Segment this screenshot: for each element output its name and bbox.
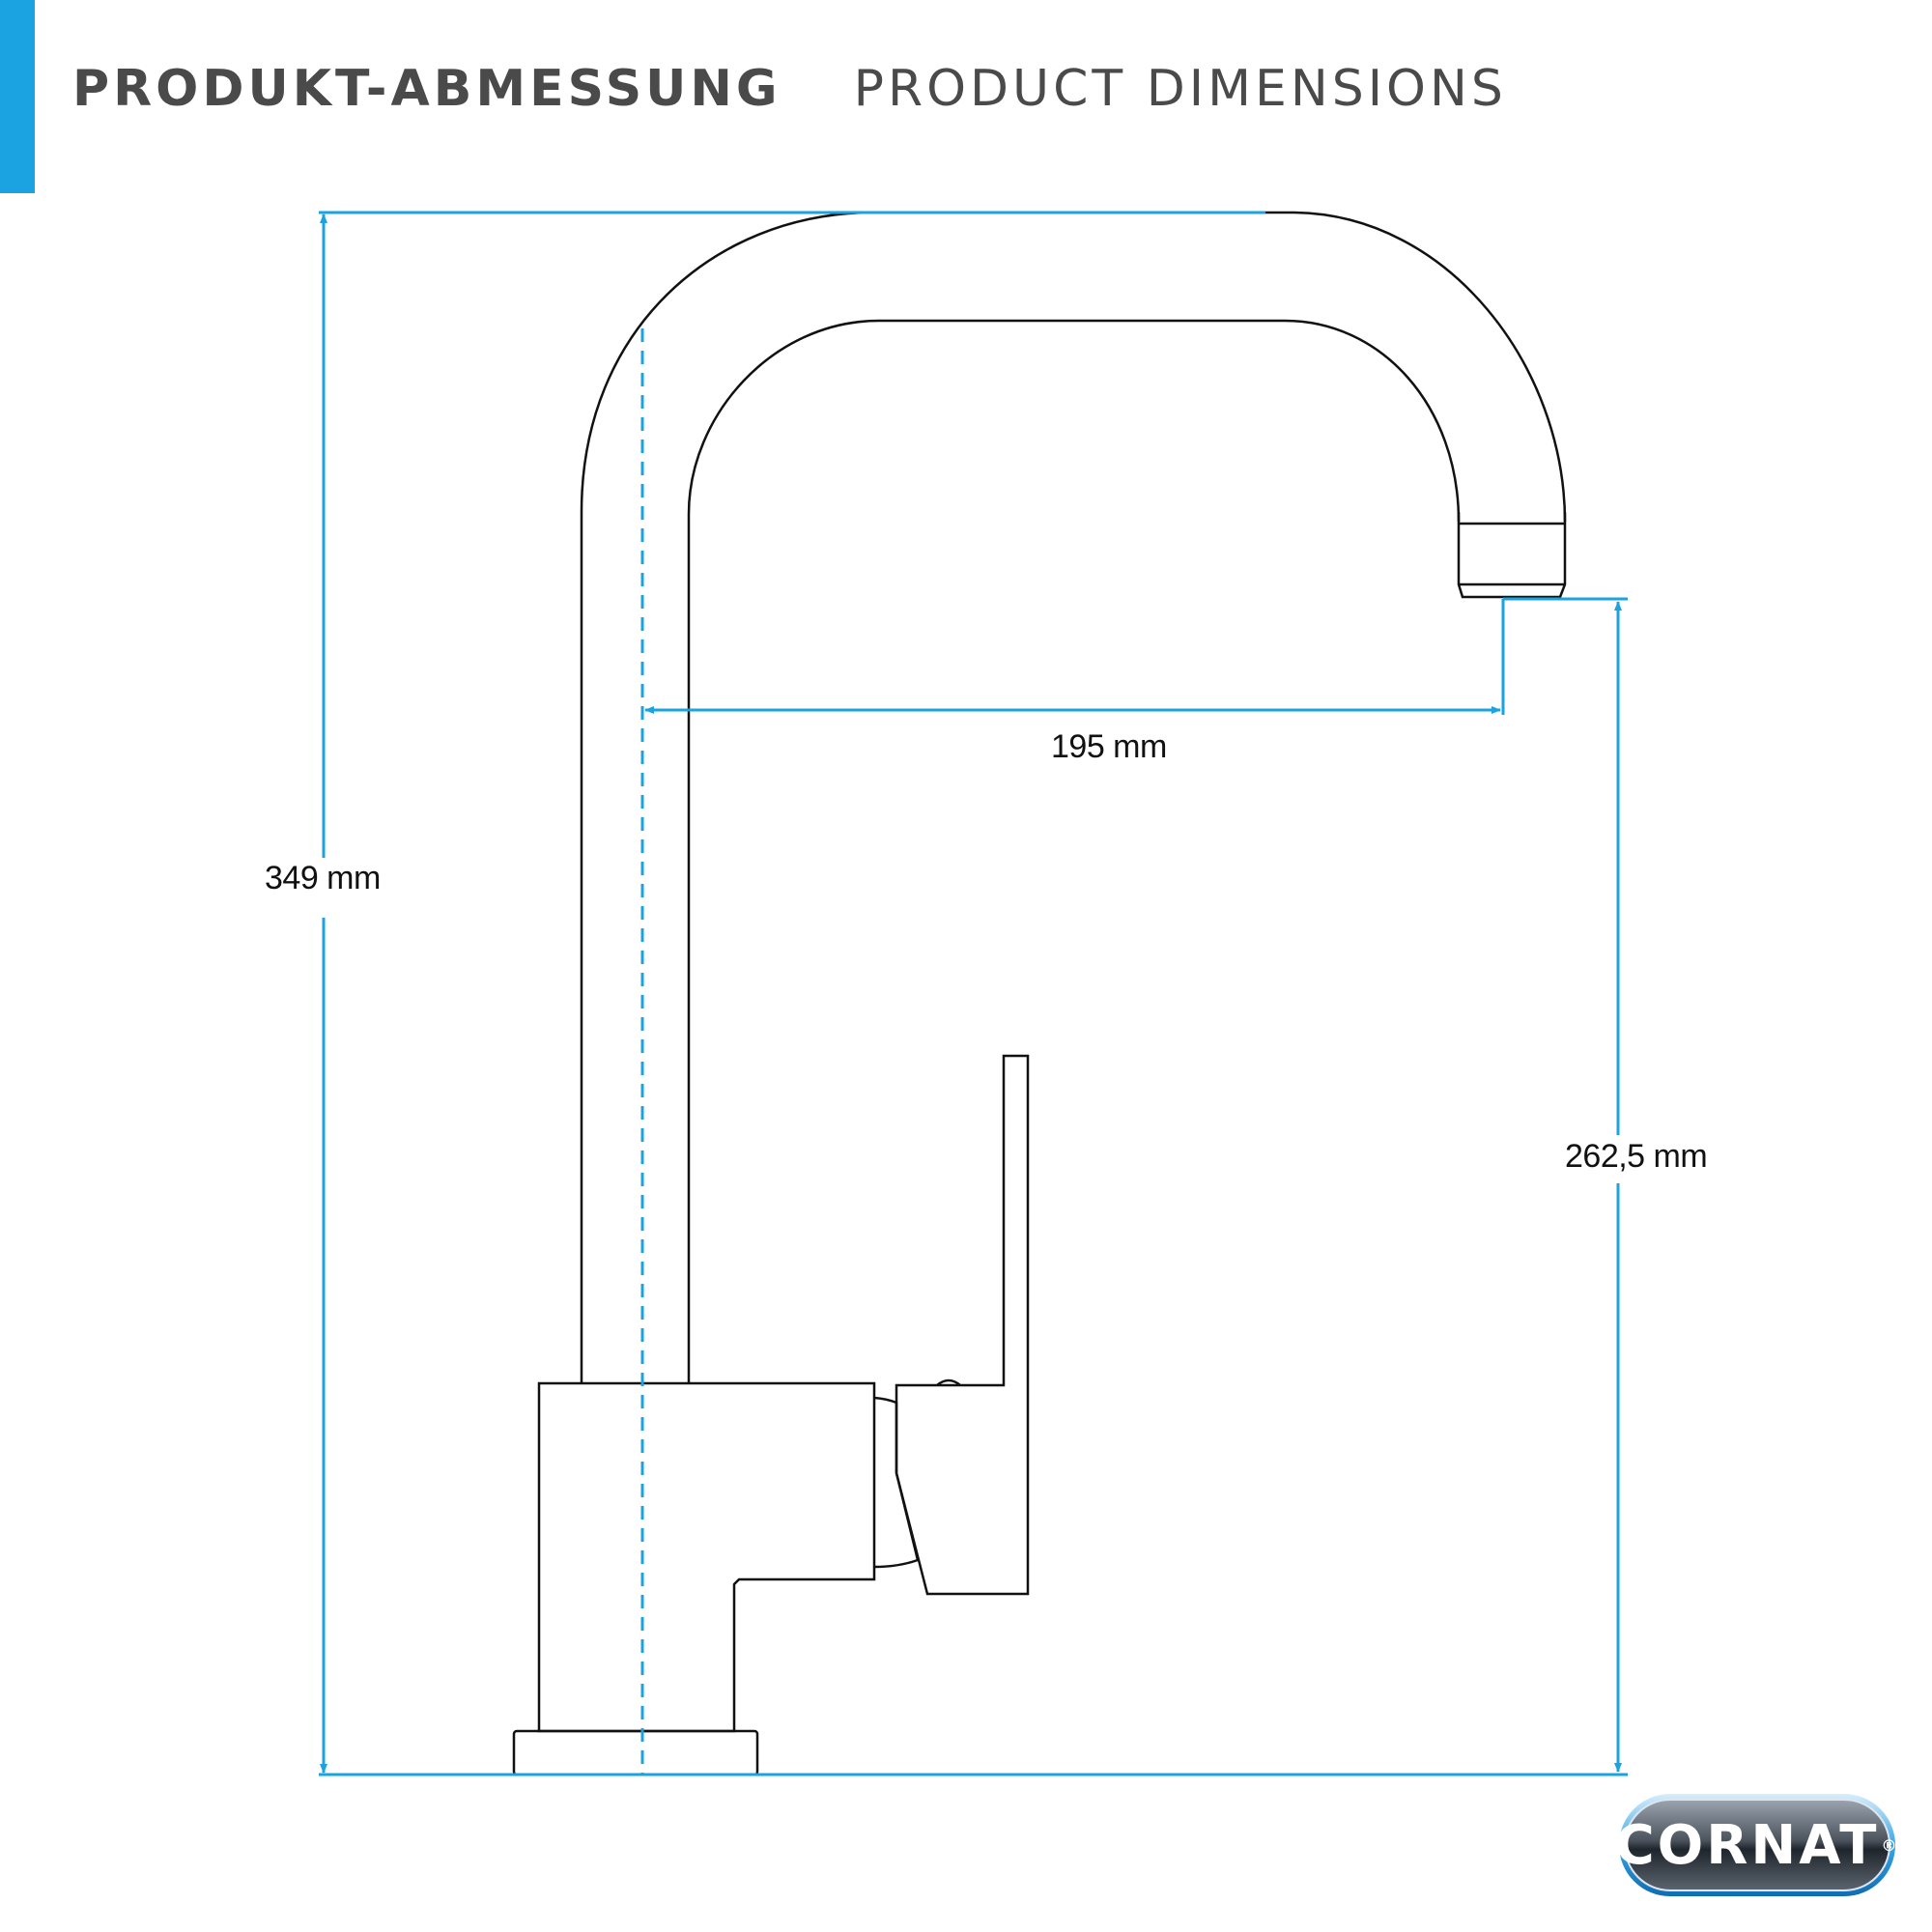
aerator-tip [1457,512,1567,599]
logo-brand-text: CORNAT [1614,1813,1880,1877]
title-german: PRODUKT-ABMESSUNG [72,60,781,118]
handle-lever [895,1054,1030,1596]
spout-inner [687,319,1461,1383]
total-height-label: 349 mm [265,860,381,897]
base-plate [512,1729,759,1776]
cornat-logo: CORNAT® [1615,1794,1896,1896]
spout-reach-label: 195 mm [1051,728,1167,766]
faucet-outline [512,211,1567,1776]
dimension-lines [319,211,1628,1776]
handle-knob [936,1378,961,1386]
registered-mark: ® [1881,1835,1900,1855]
logo-wordmark: CORNAT® [1615,1799,1896,1891]
spout-height-label: 262,5 mm [1565,1138,1708,1176]
title-english: PRODUCT DIMENSIONS [853,60,1507,118]
faucet-body [537,1381,876,1733]
page-header: PRODUKT-ABMESSUNG PRODUCT DIMENSIONS [72,60,1507,118]
accent-bar [0,0,35,193]
